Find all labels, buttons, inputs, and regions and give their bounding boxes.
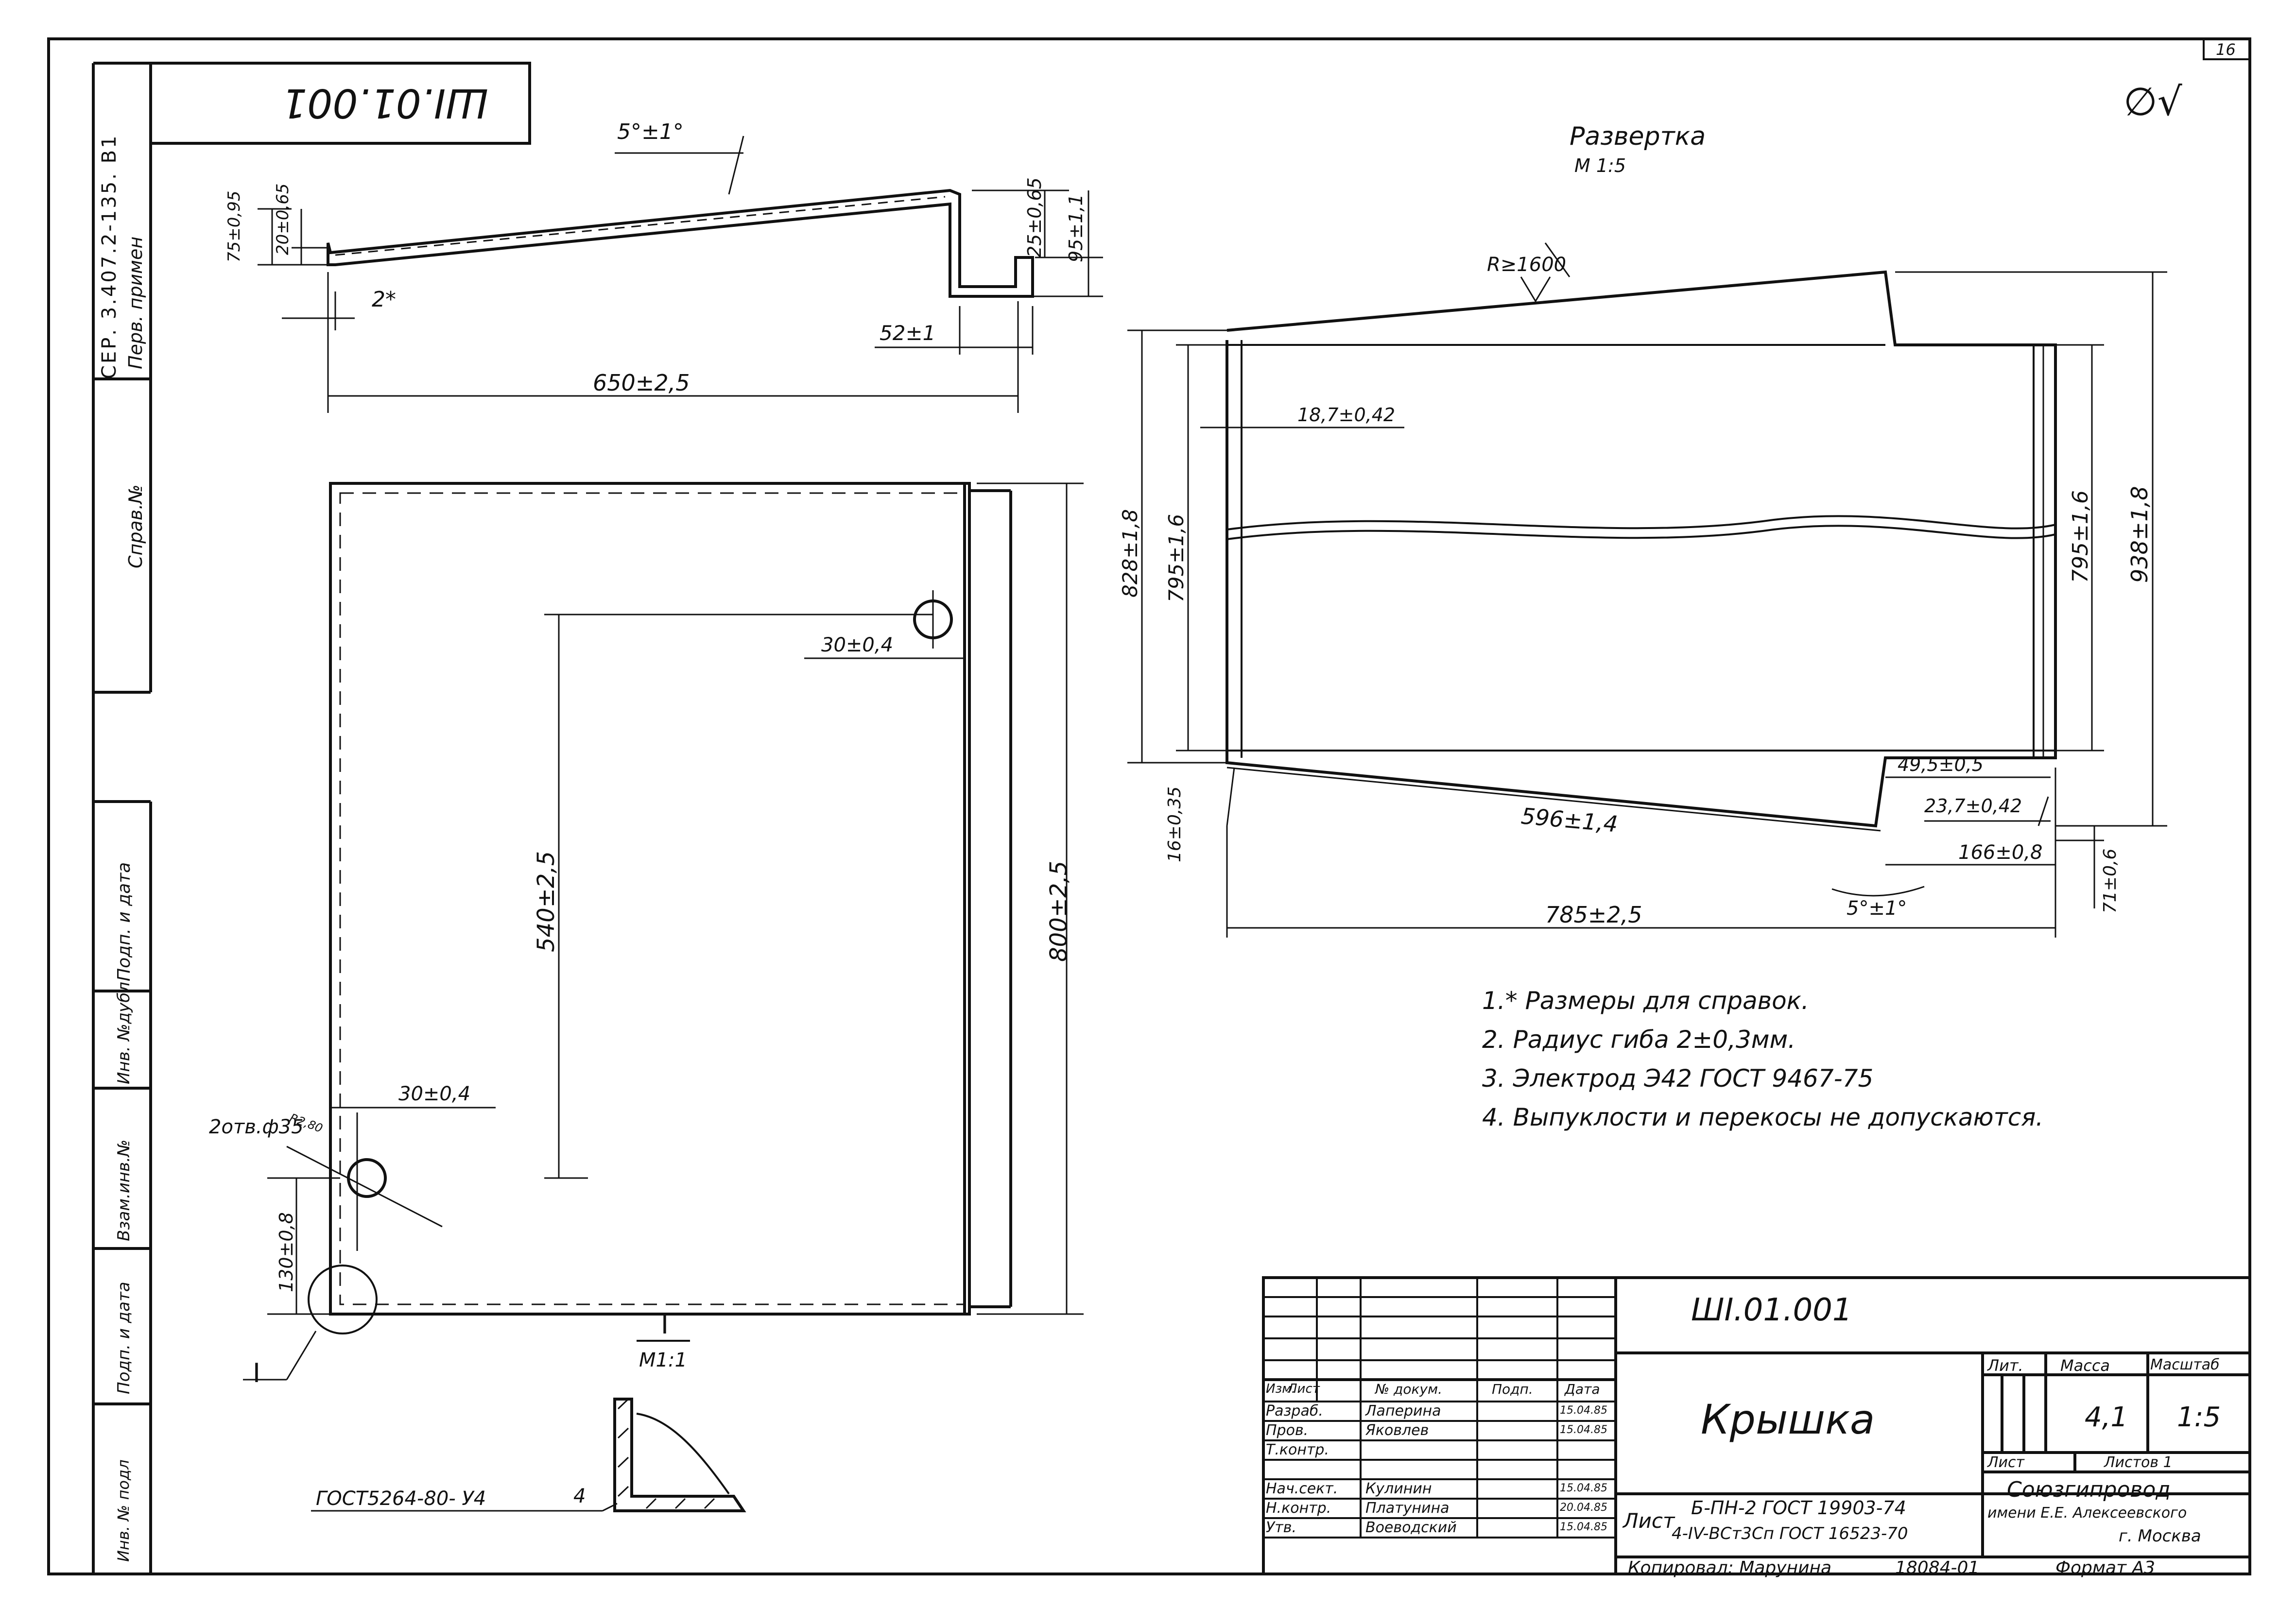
side-vzam-inv: Взам.инв.№	[114, 1139, 134, 1241]
hdr-data: Дата	[1565, 1381, 1600, 1397]
hdr-izm: Изм.	[1266, 1382, 1296, 1396]
side-podp-data-2: Подп. и дата	[114, 1282, 134, 1394]
title-name: Крышка	[1701, 1396, 1875, 1443]
note-2: 2. Радиус гиба 2±0,3мм.	[1482, 1026, 1796, 1054]
list-label: Лист	[1987, 1454, 2025, 1471]
dim-razv-bottom-left: 16±0,35	[1165, 786, 1185, 862]
dim-razv-left-offset: 18,7±0,42	[1297, 404, 1396, 426]
row-role-2: Т.контр.	[1266, 1441, 1329, 1458]
dim-plan-hole-bottom: 30±0,4	[398, 1083, 471, 1105]
dim-razv-br1: 49,5±0,5	[1898, 754, 1984, 775]
dim-razv-inner-right: 795±1,6	[2068, 490, 2093, 583]
dim-profile-step: 52±1	[880, 321, 936, 345]
dim-razv-width: 785±2,5	[1545, 902, 1642, 928]
row-role-4: Н.контр.	[1266, 1500, 1331, 1517]
row-date-4: 20.04.85	[1560, 1502, 1607, 1514]
org-line-1: Союзгипровод	[2007, 1477, 2171, 1502]
side-podp-data-1: Подп. и дата	[114, 862, 134, 981]
dim-razv-right-bottom: 71±0,6	[2100, 848, 2120, 913]
plan-callout-label: I	[253, 1358, 260, 1388]
massa-label: Масса	[2060, 1356, 2110, 1375]
lit-label: Лит.	[1987, 1356, 2023, 1375]
plan-view	[243, 482, 1084, 1381]
dim-profile-right-top: 25±0,65	[1024, 177, 1045, 257]
row-name-3: Кулинин	[1365, 1480, 1432, 1497]
org-line-2: имени Е.Е. Алексеевского	[1987, 1504, 2187, 1522]
dim-profile-right-depth: 95±1,1	[1065, 194, 1087, 262]
row-name-4: Платунина	[1365, 1500, 1450, 1517]
note-1: 1.* Размеры для справок.	[1482, 987, 1809, 1015]
dim-razv-outer-right: 938±1,8	[2126, 486, 2153, 583]
dim-razv-166: 166±0,8	[1958, 841, 2043, 864]
material-line-2: 4-IV-ВСт3Сп ГОСТ 16523-70	[1672, 1524, 1908, 1543]
hole-bottom	[347, 1158, 387, 1198]
title-block-frame	[1262, 1276, 2251, 1575]
hdr-podp: Подп.	[1492, 1381, 1533, 1397]
row-role-0: Разраб.	[1266, 1402, 1323, 1419]
razvertka-title: Развертка	[1570, 122, 1706, 151]
massa-value: 4,1	[2085, 1402, 2128, 1433]
detail-weld-spec: ГОСТ5264-80- У4	[316, 1487, 486, 1510]
profile-view	[258, 136, 1103, 413]
side-inv-dubl: Инв. №дубл.	[114, 976, 134, 1084]
dim-plan-vertical: 540±2,5	[533, 851, 560, 952]
listov-label: Листов 1	[2104, 1454, 2173, 1471]
hdr-ndok: № докум.	[1375, 1381, 1443, 1397]
dim-plan-height: 800±2,5	[1045, 860, 1072, 962]
page-number-box	[2203, 38, 2251, 60]
sheet-frame	[47, 37, 2251, 1575]
material-prefix: Лист	[1623, 1509, 1675, 1533]
row-name-5: Воеводский	[1365, 1519, 1457, 1536]
side-doc-code: СЕР. 3.407.2-135. В1	[98, 134, 121, 379]
row-date-0: 15.04.85	[1560, 1404, 1607, 1417]
row-role-3: Нач.сект.	[1266, 1480, 1338, 1497]
detail-view	[311, 1340, 746, 1512]
detail-weld-size: 4	[573, 1485, 586, 1507]
row-date-3: 15.04.85	[1560, 1482, 1607, 1494]
masshtab-value: 1:5	[2177, 1402, 2221, 1433]
material-line-1: Б-ПН-2 ГОСТ 19903-74	[1691, 1497, 1906, 1519]
plan-holes-note: 2отв.ф35	[209, 1116, 304, 1138]
row-name-1: Яковлев	[1365, 1422, 1429, 1439]
top-stamp-box	[151, 62, 531, 145]
flat-pattern-view	[1127, 242, 2167, 938]
top-right-mark: ∅√	[2123, 79, 2182, 124]
format-label: Формат А3	[2055, 1558, 2156, 1578]
detail-label: I	[661, 1309, 669, 1340]
dim-razv-inner-left: 795±1,6	[1164, 513, 1188, 602]
detail-scale: M1:1	[639, 1349, 687, 1371]
dim-profile-ref: 2*	[372, 287, 396, 312]
kopiroval: Копировал: Марунина	[1628, 1558, 1832, 1578]
callout-circle	[308, 1265, 378, 1334]
dim-razv-br2: 23,7±0,42	[1924, 795, 2022, 817]
hdr-list: Лист	[1288, 1382, 1320, 1396]
razvertka-radius: R≥1600	[1487, 254, 1567, 276]
side-sprav-no: Справ.№	[125, 484, 146, 568]
dim-plan-hole-top: 30±0,4	[821, 634, 894, 656]
row-name-0: Лаперина	[1365, 1402, 1441, 1419]
dim-plan-bottom: 130±0,8	[276, 1212, 297, 1292]
note-4: 4. Выпуклости и перекосы не допускаются.	[1482, 1103, 2044, 1131]
side-perv-primen: Перв. примен	[125, 236, 146, 369]
row-date-1: 15.04.85	[1560, 1424, 1607, 1436]
title-designation: ШI.01.001	[1691, 1292, 1852, 1328]
row-role-1: Пров.	[1266, 1422, 1309, 1439]
note-3: 3. Электрод Э42 ГОСТ 9467-75	[1482, 1064, 1874, 1093]
dim-razv-outer-left: 828±1,8	[1118, 509, 1142, 598]
razvertka-scale: М 1:5	[1574, 155, 1626, 176]
dim-profile-left-outer: 75±0,95	[224, 190, 244, 262]
page-number: 16	[2216, 40, 2236, 59]
dim-profile-length: 650±2,5	[593, 370, 690, 396]
dim-profile-left-inner: 20±0,65	[273, 183, 293, 255]
row-role-5: Утв.	[1266, 1519, 1296, 1536]
row-date-5: 15.04.85	[1560, 1521, 1607, 1533]
dim-angle-profile: 5°±1°	[617, 120, 684, 144]
order-number: 18084-01	[1895, 1558, 1980, 1578]
side-inv-podl: Инв. № подл	[114, 1459, 133, 1562]
masshtab-label: Масштаб	[2150, 1356, 2220, 1373]
stamp-top: ШI.01.001	[282, 80, 488, 126]
dim-razv-angle: 5°±1°	[1847, 897, 1907, 920]
org-line-3: г. Москва	[2119, 1526, 2201, 1546]
